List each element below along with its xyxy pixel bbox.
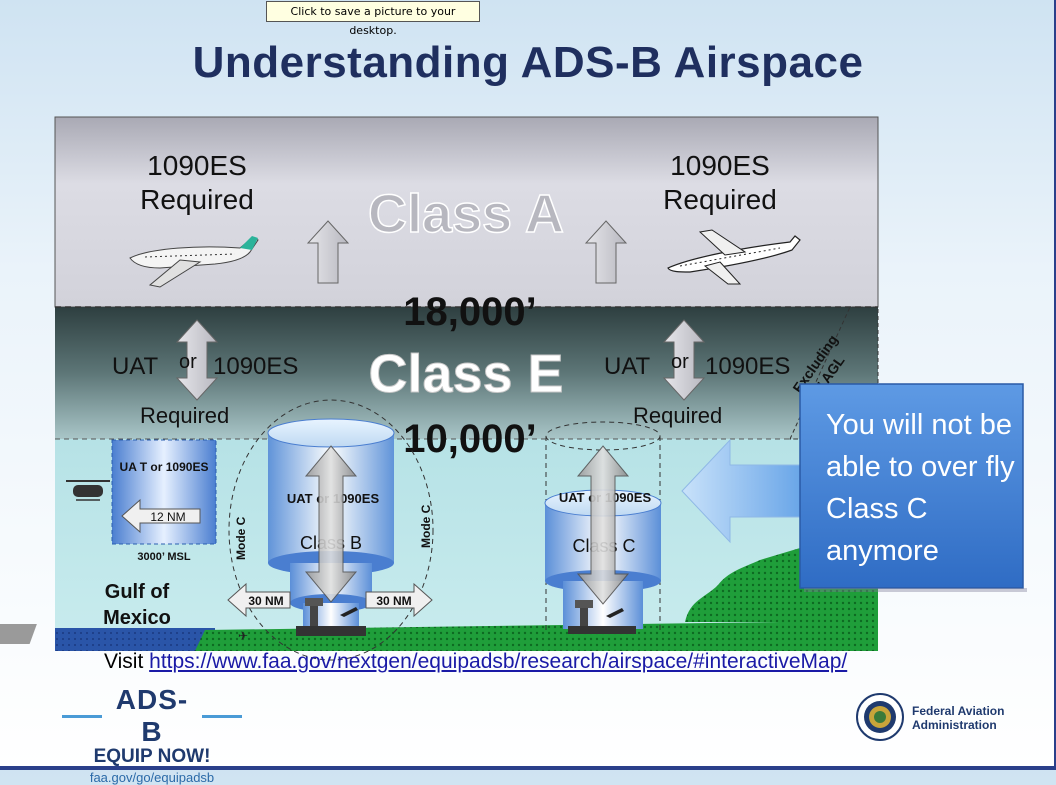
bottom-frame-border	[0, 766, 1056, 770]
callout-box	[799, 383, 1024, 589]
right-required: Required	[663, 184, 777, 215]
class-e-right-or: or	[671, 351, 689, 373]
airport-c-icon	[568, 600, 636, 634]
nm-right-arrow	[365, 582, 433, 618]
class-e-left-uat: UAT	[112, 353, 159, 380]
page-title: Understanding ADS-B Airspace	[192, 38, 864, 87]
ground	[195, 520, 878, 651]
gulf-box-label: UA T or 1090ES	[120, 460, 209, 474]
airport-b-icon	[296, 598, 366, 636]
adsb-logo-text: ADS-B	[115, 684, 189, 747]
airspace-map-link[interactable]: https://www.faa.gov/nextgen/equipadsb/re…	[149, 650, 848, 673]
visit-prefix: Visit	[104, 650, 144, 673]
airliner-left-icon	[129, 236, 259, 288]
up-arrow-left	[306, 220, 350, 284]
helicopter-icon	[66, 480, 110, 501]
gulf-3000msl: 3000’ MSL	[137, 551, 190, 563]
helipad-icon: ✈	[0, 624, 248, 644]
faa-line-2: Administration	[912, 718, 997, 732]
class-c-vertical-arrow	[576, 445, 630, 605]
equipadsb-url: faa.gov/go/equipadsb	[89, 770, 215, 785]
class-a-band	[54, 116, 879, 308]
nm-left-arrow	[227, 582, 291, 618]
mode-c-veil-b	[228, 399, 434, 661]
up-arrow-right	[584, 220, 628, 284]
class-e-label: Class E	[368, 344, 563, 404]
left-1090es: 1090ES	[147, 150, 247, 181]
callout-text: You will not be able to over fly Class C…	[826, 409, 1015, 567]
gulf-airspace-box: UA T or 1090ES 12 NM 3000’ MSL	[111, 439, 217, 563]
class-e-right-1090es: 1090ES	[705, 353, 790, 380]
nm-right-label: 30 NM	[376, 594, 411, 608]
mode-c-left: Mode C	[234, 516, 248, 560]
equip-now-text: EQUIP NOW!	[93, 746, 211, 767]
class-e-left-required: Required	[140, 403, 229, 428]
faa-line-1: Federal Aviation	[912, 704, 1005, 718]
gulf-label-2: Mexico	[103, 607, 171, 629]
left-required: Required	[140, 184, 254, 215]
mode-c-right: Mode C	[419, 504, 433, 548]
class-e-left-or: or	[179, 351, 197, 373]
right-frame-border	[1054, 0, 1056, 770]
altitude-10000: 10,000’	[403, 417, 536, 461]
airliner-right-icon	[667, 229, 801, 285]
save-picture-tooltip: Click to save a picture to your desktop.	[266, 1, 480, 37]
faa-name: Federal Aviation Administration	[912, 704, 1004, 732]
class-e-right-arrow	[662, 319, 706, 401]
altitude-18000: 18,000’	[403, 290, 536, 334]
right-1090es: 1090ES	[670, 150, 770, 181]
visit-line: Visit https://www.faa.gov/nextgen/equipa…	[104, 650, 847, 674]
faa-seal-icon	[856, 693, 904, 741]
gulf-label-1: Gulf of	[105, 581, 170, 603]
class-e-left-arrow	[175, 319, 219, 401]
class-a-label: Class A	[368, 184, 564, 244]
class-e-right-required: Required	[633, 403, 722, 428]
svg-text:✈: ✈	[238, 629, 248, 643]
gulf-water	[55, 628, 215, 651]
class-e-left-1090es: 1090ES	[213, 353, 298, 380]
nm-left-label: 30 NM	[248, 594, 283, 608]
class-b-vertical-arrow	[304, 445, 358, 603]
gulf-12nm: 12 NM	[150, 510, 185, 524]
class-b-cylinder	[267, 418, 395, 630]
class-e-right-uat: UAT	[604, 353, 651, 380]
